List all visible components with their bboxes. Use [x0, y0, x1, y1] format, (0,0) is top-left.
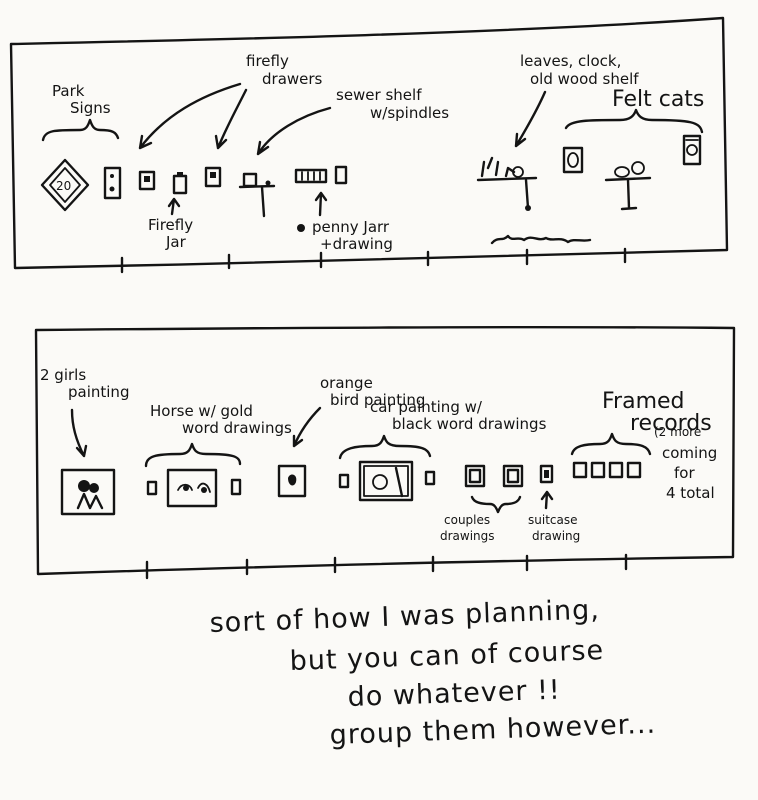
orange-bird-label-2: bird painting	[330, 391, 425, 409]
framed-records-label-1: Framed	[602, 389, 685, 414]
firefly-drawers-label-1: firefly	[246, 52, 289, 70]
two-girls-label-2: painting	[68, 383, 129, 401]
two-girls-arrow	[70, 408, 88, 458]
firefly-drawers-arrow-right	[214, 88, 248, 150]
couples-label-1: couples	[444, 513, 490, 527]
leaves-clock-label-2: old wood shelf	[530, 70, 639, 88]
note-line-3: do whatever !!	[347, 675, 561, 713]
car-painting-items	[338, 460, 436, 502]
sewer-shelf-label-2: w/spindles	[370, 104, 449, 122]
car-painting-label-2: black word drawings	[392, 415, 547, 433]
leaves-clock-arrow	[514, 90, 547, 148]
felt-cats-bracket	[564, 108, 704, 134]
firefly-jar-arrow	[167, 197, 181, 216]
top-wall-ticks	[120, 247, 627, 274]
horse-gold-label-2: word drawings	[182, 419, 292, 437]
two-girls-painting	[60, 468, 116, 516]
suitcase-arrow	[540, 490, 554, 510]
suitcase-drawing-item	[539, 464, 554, 484]
orange-bird-painting	[277, 464, 307, 498]
couples-label-2: drawings	[440, 529, 495, 543]
felt-cat-shelf	[604, 161, 652, 211]
car-painting-bracket	[338, 434, 432, 460]
more-coming-label-1: (2 more	[654, 425, 701, 439]
top-wall-outline	[9, 16, 729, 270]
framed-records-label-2: records	[630, 411, 712, 436]
penny-jar-arrow	[314, 191, 328, 217]
horse-gold-bracket	[144, 442, 242, 468]
firefly-jar-label-1: Firefly	[148, 216, 193, 234]
firefly-jar-label-2: Jar	[165, 233, 187, 251]
top-wall-panel: Park Signs 20 firefly drawers	[9, 16, 729, 274]
old-wood-shelf-item	[476, 156, 538, 211]
felt-cats-label: Felt cats	[612, 87, 704, 112]
more-coming-label-4: 4 total	[666, 484, 715, 502]
more-coming-label-3: for	[674, 464, 695, 482]
park-signs-bracket	[41, 118, 120, 142]
park-signs-label-1: Park	[52, 82, 85, 100]
orange-bird-label-1: orange	[320, 374, 373, 392]
orange-bird-arrow	[292, 406, 322, 448]
bottom-wall-outline	[34, 325, 736, 576]
sewer-shelf-label-1: sewer shelf	[336, 86, 422, 104]
sewer-shelf-arrow	[256, 106, 332, 156]
floor-plants	[490, 234, 592, 245]
penny-jar-label-2: +drawing	[320, 235, 393, 253]
more-coming-label-2: coming	[662, 444, 717, 462]
suitcase-label-2: drawing	[532, 529, 580, 543]
sewer-shelf-item	[238, 172, 276, 218]
park-sign-rect	[103, 166, 122, 200]
penny-jar-item	[294, 165, 348, 185]
firefly-drawers-label-2: drawers	[262, 70, 323, 88]
park-sign-text: 20	[56, 179, 71, 193]
handwritten-note: sort of how I was planning, but you can …	[209, 594, 656, 751]
firefly-drawer-2	[204, 166, 222, 188]
felt-cat-frame-1	[562, 146, 584, 174]
park-sign-diamond: 20	[40, 158, 90, 212]
horse-gold-items	[146, 468, 242, 508]
leaves-clock-label-1: leaves, clock,	[520, 52, 621, 70]
penny-jar-label-1: penny Jarr	[312, 218, 390, 236]
horse-gold-label-1: Horse w/ gold	[150, 402, 253, 420]
two-girls-label-1: 2 girls	[40, 366, 86, 384]
framed-records-bracket	[570, 432, 652, 456]
felt-cat-frame-2	[682, 134, 702, 166]
firefly-jar-item	[172, 172, 188, 195]
park-signs-label-2: Signs	[70, 99, 111, 117]
firefly-drawer-1	[138, 170, 156, 191]
framed-records-items	[572, 461, 642, 479]
firefly-drawers-arrow-left	[138, 82, 242, 150]
note-line-1: sort of how I was planning,	[209, 594, 600, 639]
couples-drawings	[464, 464, 524, 488]
couples-bracket	[470, 495, 522, 514]
car-painting-label-1: car painting w/	[370, 398, 483, 416]
penny-icon	[297, 224, 305, 232]
suitcase-label-1: suitcase	[528, 513, 577, 527]
note-line-2: but you can of course	[289, 635, 604, 677]
note-line-4: group them however...	[329, 709, 656, 751]
bottom-wall-panel: 2 girls painting Horse w/ gold word draw…	[34, 325, 736, 580]
bottom-wall-ticks	[145, 553, 628, 580]
